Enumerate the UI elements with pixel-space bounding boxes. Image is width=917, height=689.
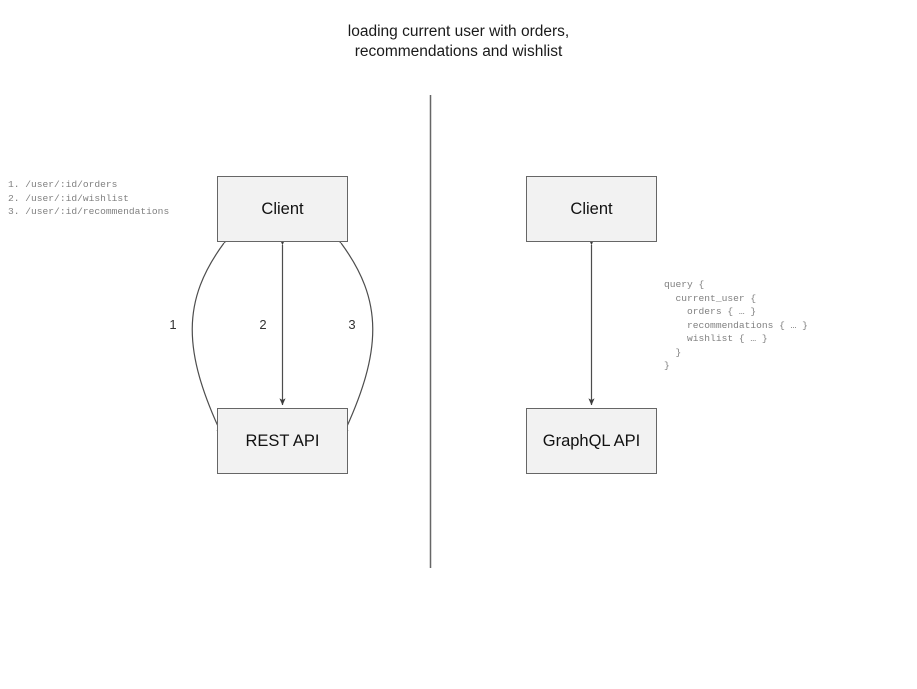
node-client-graphql[interactable]: Client <box>526 176 657 242</box>
rest-endpoints-annotation: 1. /user/:id/orders 2. /user/:id/wishlis… <box>8 179 170 217</box>
edge-3-curve <box>334 235 374 436</box>
node-client-rest[interactable]: Client <box>217 176 348 242</box>
edge-label-1: 1 <box>169 317 177 332</box>
node-graphql-api[interactable]: GraphQL API <box>526 408 657 474</box>
graphql-query-annotation: query { current_user { orders { … } reco… <box>664 279 808 371</box>
edge-1-curve <box>191 235 231 436</box>
node-rest-api[interactable]: REST API <box>217 408 348 474</box>
edge-label-3: 3 <box>348 317 356 332</box>
edge-label-2: 2 <box>259 317 267 332</box>
page-title: loading current user with orders, recomm… <box>347 23 570 60</box>
